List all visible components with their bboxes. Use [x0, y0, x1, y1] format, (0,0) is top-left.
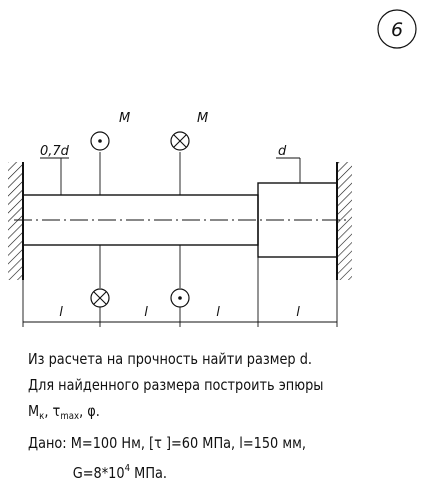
task-line-2: Для найденного размера построить эпюры	[28, 376, 324, 394]
task-line-5: G=8*104 МПа.	[28, 456, 363, 486]
phi-text: , φ.	[79, 402, 100, 420]
G-unit: МПа.	[130, 464, 168, 482]
label-l-2: l	[144, 305, 148, 320]
problem-number: 6	[391, 19, 403, 41]
left-wall-support	[8, 162, 24, 280]
label-l-4: l	[296, 305, 300, 320]
tau-subscript: max	[60, 411, 80, 422]
torque-top-left: M	[90, 111, 130, 195]
label-l-3: l	[216, 305, 220, 320]
label-07d: 0,7d	[40, 144, 70, 159]
task-line-3: Mк, τmax, φ.	[28, 398, 363, 430]
length-dimensions: l l l l	[22, 257, 338, 327]
right-wall-support	[336, 162, 352, 280]
Mk-subscript: к	[39, 411, 45, 422]
separator: ,	[44, 402, 53, 420]
G-exponent: 4	[124, 463, 131, 474]
task-line-4: Дано: M=100 Нм, [τ ]=60 МПа, l=150 мм,	[28, 434, 306, 452]
label-M-right: M	[197, 111, 208, 126]
tau-symbol: τ	[52, 402, 61, 420]
torque-top-right: M	[170, 111, 208, 195]
label-M-left: M	[119, 111, 130, 126]
Mk-symbol: M	[28, 402, 40, 420]
task-line-1: Из расчета на прочность найти размер d.	[28, 350, 313, 368]
label-d: d	[278, 144, 287, 159]
dimension-left-diameter: 0,7d	[40, 144, 70, 195]
torque-bottom-right	[170, 245, 190, 308]
label-l-1: l	[59, 305, 63, 320]
torque-bottom-left	[90, 245, 110, 308]
G-value: G=8*10	[72, 464, 125, 482]
dimension-right-diameter: d	[276, 144, 301, 183]
problem-statement: Из расчета на прочность найти размер d. …	[28, 346, 363, 486]
problem-number-badge: 6	[377, 9, 417, 49]
